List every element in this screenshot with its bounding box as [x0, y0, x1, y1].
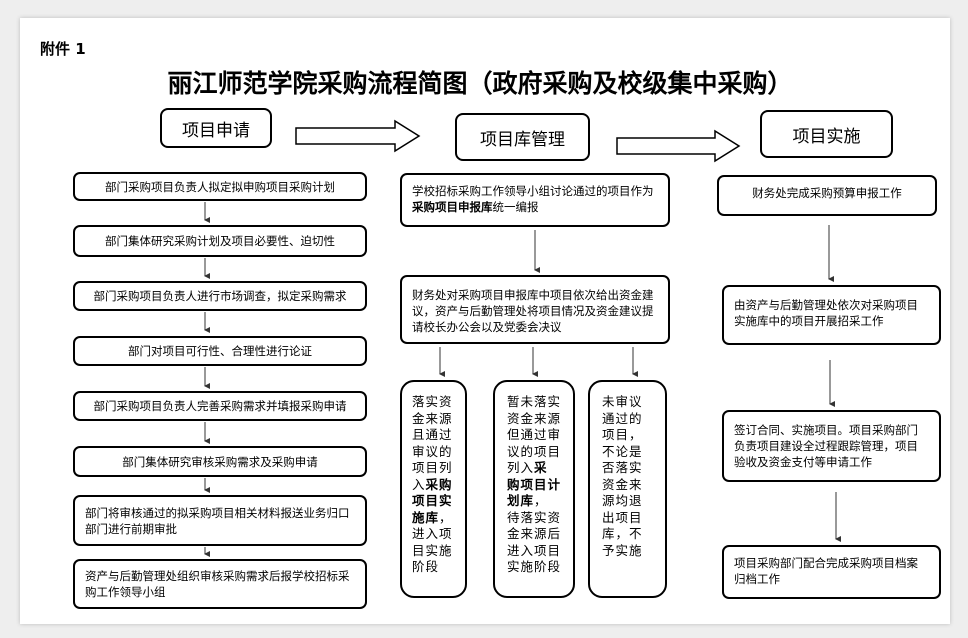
branch-plan-library: 暂未落实资金来源但通过审议的项目列入采购项目计划库，待落实资金来源后进入项目实施… — [493, 380, 575, 598]
left-step-5: 部门采购项目负责人完善采购需求并填报采购申请 — [73, 391, 367, 421]
branch-rejected: 未审议通过的项目，不论是否落实资金来源均退出项目库，不予实施 — [588, 380, 667, 598]
header-project-library: 项目库管理 — [455, 113, 590, 161]
text: 暂未落实资金来源但通过审议的项目列入 — [507, 394, 562, 475]
left-step-7: 部门将审核通过的拟采购项目相关材料报送业务归口部门进行前期审批 — [73, 495, 367, 546]
page-title: 丽江师范学院采购流程简图（政府采购及校级集中采购） — [167, 69, 793, 98]
text: ，进入项目实施阶段 — [412, 509, 453, 575]
text: 学校招标采购工作领导小组讨论通过的项目作为 — [412, 184, 654, 198]
right-step-2: 由资产与后勤管理处依次对采购项目实施库中的项目开展招采工作 — [722, 285, 941, 345]
right-step-1: 财务处完成采购预算申报工作 — [717, 175, 937, 216]
middle-step-1: 学校招标采购工作领导小组讨论通过的项目作为采购项目申报库统一编报 — [400, 173, 670, 227]
hollow-arrow-1 — [295, 119, 421, 153]
left-step-6: 部门集体研究审核采购需求及采购申请 — [73, 446, 367, 477]
middle-step-2: 财务处对采购项目申报库中项目依次给出资金建议，资产与后勤管理处将项目情况及资金建… — [400, 275, 670, 344]
text: ，待落实资金来源后进入项目实施阶段 — [507, 493, 562, 574]
left-step-2: 部门集体研究采购计划及项目必要性、迫切性 — [73, 225, 367, 257]
text: 落实资金来源且通过审议的项目列入 — [412, 394, 453, 492]
attachment-label: 附件 1 — [40, 40, 86, 58]
left-step-1: 部门采购项目负责人拟定拟申购项目采购计划 — [73, 172, 367, 201]
left-step-8: 资产与后勤管理处组织审核采购需求后报学校招标采购工作领导小组 — [73, 559, 367, 609]
text: 统一编报 — [492, 200, 539, 214]
hollow-arrow-2 — [616, 129, 741, 163]
left-step-3: 部门采购项目负责人进行市场调查，拟定采购需求 — [73, 281, 367, 311]
bold-text: 采购项目计划库 — [507, 460, 562, 508]
header-project-implementation: 项目实施 — [760, 110, 893, 158]
right-step-4: 项目采购部门配合完成采购项目档案归档工作 — [722, 545, 941, 599]
bold-text: 采购项目申报库 — [412, 200, 493, 214]
branch-implementation-library: 落实资金来源且通过审议的项目列入采购项目实施库，进入项目实施阶段 — [400, 380, 467, 598]
left-step-4: 部门对项目可行性、合理性进行论证 — [73, 336, 367, 366]
bold-text: 采购项目实施库 — [412, 476, 453, 525]
header-project-application: 项目申请 — [160, 108, 272, 148]
right-step-3: 签订合同、实施项目。项目采购部门负责项目建设全过程跟踪管理，项目验收及资金支付等… — [722, 410, 941, 482]
